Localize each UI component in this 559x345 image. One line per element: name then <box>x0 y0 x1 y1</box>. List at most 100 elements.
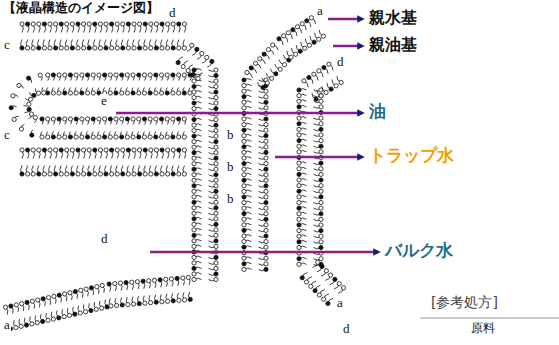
lipid-head <box>192 277 196 281</box>
lipid-head <box>175 276 179 280</box>
lipid-head <box>132 148 136 152</box>
lipid-head <box>289 55 293 59</box>
lipid-head <box>98 172 102 176</box>
part-label: 親水基 <box>368 9 418 27</box>
lipid-head <box>93 22 97 26</box>
lipid-head <box>57 135 61 139</box>
lipid-head <box>30 322 34 326</box>
lipid-head <box>143 22 147 26</box>
lipid-head <box>205 55 209 59</box>
lipid-head <box>319 212 323 216</box>
lipid-head <box>171 73 175 77</box>
lipid-head <box>82 148 86 152</box>
lipid-head <box>68 73 72 77</box>
lipid-head <box>176 60 180 64</box>
lipid-head <box>188 91 192 95</box>
lipid-head <box>63 91 67 95</box>
lipid-head <box>165 91 169 95</box>
lipid-head <box>54 22 58 26</box>
lipid-head <box>297 229 301 233</box>
lipid-head <box>171 299 175 303</box>
lipid-head <box>26 46 30 50</box>
lipid-head <box>319 122 323 126</box>
lipid-head <box>143 301 147 305</box>
leader-line <box>333 45 358 48</box>
lipid-head <box>65 148 69 152</box>
lipid-head <box>65 172 69 176</box>
lipid-head <box>36 298 40 302</box>
lipid-head <box>89 308 93 312</box>
lipid-head <box>125 135 129 139</box>
lipid-head <box>124 281 128 285</box>
lipid-head <box>242 122 246 126</box>
lipid-head <box>115 46 119 50</box>
lipid-head <box>42 91 46 95</box>
lipid-head <box>160 148 164 152</box>
lipid-head <box>214 244 218 248</box>
lipid-head <box>73 289 77 293</box>
lipid-head <box>278 67 282 71</box>
lipid-head <box>98 46 102 50</box>
lipid-head <box>271 43 275 47</box>
lipid-head <box>132 22 136 26</box>
lipid-head <box>54 172 58 176</box>
lipid-head <box>214 178 218 182</box>
lipid-head <box>282 34 286 38</box>
lipid-head <box>54 46 58 50</box>
lipid-head <box>324 90 328 94</box>
leader-line <box>150 251 374 254</box>
lipid-head <box>319 184 323 188</box>
lipid-head <box>142 135 146 139</box>
lipid-head <box>63 292 67 296</box>
leader-line <box>328 18 358 21</box>
lipid-head <box>154 172 158 176</box>
table-rule <box>420 318 559 319</box>
lipid-head <box>319 189 323 193</box>
part-label: 原料 <box>470 322 496 336</box>
lipid-head <box>242 173 246 177</box>
diagram-title: 【液晶構造のイメージ図】 <box>2 1 160 16</box>
region-letter: c <box>3 38 11 53</box>
lipid-head <box>297 139 301 143</box>
lipid-head <box>126 302 130 306</box>
lipid-head <box>114 303 118 307</box>
lipid-head <box>177 46 181 50</box>
lipid-head <box>242 267 246 271</box>
lipid-head <box>109 304 113 308</box>
lipid-head <box>160 22 164 26</box>
lipid-head <box>297 184 301 188</box>
lipid-head <box>182 298 186 302</box>
lipid-head <box>297 116 301 120</box>
lipid-head <box>48 172 52 176</box>
lipid-head <box>57 91 61 95</box>
lipid-head <box>214 211 218 215</box>
lipid-head <box>242 200 246 204</box>
lipid-head <box>91 117 95 121</box>
lipid-head <box>19 324 23 328</box>
lipid-head <box>319 127 323 131</box>
lipid-head <box>27 107 31 111</box>
lipid-head <box>87 172 91 176</box>
lipid-head <box>242 145 246 149</box>
region-letter: b <box>226 128 235 143</box>
lipid-head <box>297 105 301 109</box>
lipid-head <box>142 73 146 77</box>
lipid-head <box>31 148 35 152</box>
lipid-head <box>28 97 32 101</box>
lipid-head <box>29 112 33 116</box>
lipid-head <box>242 117 246 121</box>
part-label: 親油基 <box>368 36 418 54</box>
lipid-head <box>177 148 181 152</box>
lipid-head <box>120 303 124 307</box>
lipid-head <box>214 145 218 149</box>
lipid-head <box>125 117 129 121</box>
lipid-head <box>321 34 325 38</box>
lipid-head <box>177 172 181 176</box>
lipid-head <box>40 135 44 139</box>
lipid-head <box>182 91 186 95</box>
lipid-head <box>68 117 72 121</box>
lipid-head <box>297 167 301 171</box>
lipid-head <box>59 46 63 50</box>
lipid-head <box>159 73 163 77</box>
lipid-head <box>149 46 153 50</box>
